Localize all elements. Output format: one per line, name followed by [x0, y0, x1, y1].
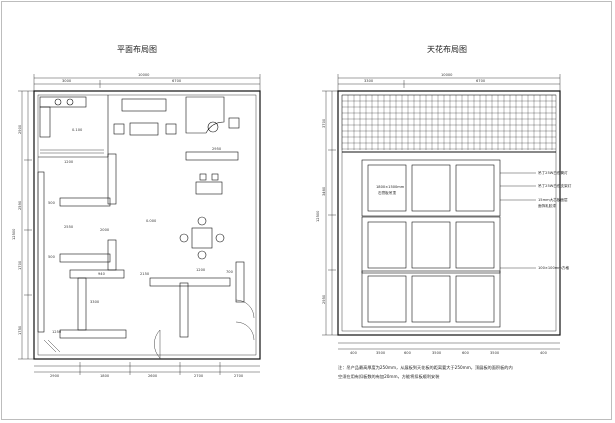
ceiling-label-lamp-b: 吊丁25W白色支架灯 [538, 184, 572, 188]
ceiling-panel [367, 221, 407, 269]
plan-dim-inner-1: 500 [48, 201, 55, 205]
ceiling-dim-top-2: 10000 [441, 73, 453, 77]
plan-dim-left-5: 1750 [18, 325, 22, 335]
plan-dim-bottom-5: 2700 [234, 374, 244, 378]
ceiling-panel [411, 164, 451, 212]
ceiling-title: 天花布局图 [427, 45, 467, 54]
plan-dimension-lines [18, 74, 261, 375]
ceiling-note-line-1: 注：吊产品最高厚度为250mm，从展板到天花板的距离要大于250mm，顶展板的面… [338, 365, 513, 370]
ceiling-panel-row-2 [361, 216, 501, 274]
plan-dim-inner-11: 2950 [212, 147, 222, 151]
plan-dim-left-1: 2900 [18, 124, 22, 134]
plan-dim-top-3: 6700 [172, 79, 182, 83]
plan-level-1: 0.100 [72, 128, 83, 132]
ceiling-outer-wall [337, 90, 561, 336]
ceiling-panel-row-1 [361, 159, 501, 217]
plan-table-sets [179, 173, 225, 260]
plan-door-arcs [154, 299, 255, 359]
ceiling-dim-top-3: 6700 [476, 79, 486, 83]
ceiling-dimension-lines [322, 74, 561, 350]
ceiling-panel [455, 164, 495, 212]
ceiling-leaders [500, 172, 536, 269]
plan-dim-top-2: 10000 [138, 73, 150, 77]
ceiling-dim-bottom-2: 3500 [376, 351, 386, 355]
ceiling-dim-bottom-1: 400 [350, 351, 357, 355]
ceiling-dim-left-1: 3700 [322, 118, 326, 128]
ceiling-label-lamp-a: 吊丁25W白色筒灯 [538, 171, 568, 175]
plan-dim-inner-8: 3300 [90, 300, 100, 304]
plan-dim-bottom-2: 1800 [100, 374, 110, 378]
plan-kitchen-room [38, 95, 109, 158]
plan-dim-inner-3: 2000 [100, 228, 110, 232]
plan-dim-bottom-1: 2900 [50, 374, 60, 378]
plan-stair-hatch [40, 149, 104, 353]
ceiling-panel [411, 275, 451, 323]
ceiling-panel [455, 275, 495, 323]
ceiling-box-note: 石膏板吊顶 [378, 191, 396, 195]
plan-dim-inner-5: 940 [98, 272, 105, 276]
ceiling-panels [361, 159, 501, 328]
plan-dim-top-1: 3000 [62, 79, 72, 83]
ceiling-dim-left-3: 3460 [322, 186, 326, 196]
plan-level-2: 0.000 [146, 219, 157, 223]
ceiling-label-board-a: 15mm大芯板面层 [538, 198, 568, 202]
ceiling-panel [411, 221, 451, 269]
ceiling-dim-left-4: 2950 [322, 294, 326, 304]
ceiling-label-strip: 100×100mm方格 [538, 266, 569, 270]
plan-sofa [113, 96, 240, 136]
ceiling-panel [367, 275, 407, 323]
plan-dim-inner-6: 2150 [140, 272, 150, 276]
plan-dim-inner-9: 700 [226, 270, 233, 274]
plan-title: 平面布局图 [117, 45, 157, 54]
ceiling-dim-left-2: 12500 [316, 210, 320, 222]
ceiling-grid [341, 94, 556, 153]
ceiling-box-size: 1800×1500mm [376, 185, 405, 189]
plan-dim-bottom-3: 2600 [148, 374, 158, 378]
plan-display-walls [37, 151, 245, 339]
plan-dim-inner-7: 1250 [52, 330, 62, 334]
plan-dim-inner-10: 1200 [196, 268, 206, 272]
ceiling-dim-bottom-5: 600 [462, 351, 469, 355]
plan-dim-inner-2: 2550 [64, 225, 74, 229]
ceiling-note-line-2: 空须在用有扣板数的有加20mm，方能将扣板顺利安装 [338, 374, 440, 379]
ceiling-panel [367, 164, 407, 212]
plan-dim-inner-12: 1200 [64, 160, 74, 164]
plan-dim-left-2: 12500 [12, 228, 16, 240]
ceiling-panel [455, 221, 495, 269]
ceiling-dim-bottom-6: 3500 [490, 351, 500, 355]
ceiling-dim-bottom-7: 400 [540, 351, 547, 355]
plan-dim-left-4: 1700 [18, 260, 22, 270]
plan-dim-inner-4: 500 [48, 255, 55, 259]
plan-dim-bottom-4: 2700 [194, 374, 204, 378]
ceiling-panel-row-3 [361, 270, 501, 328]
ceiling-dim-bottom-4: 3500 [432, 351, 442, 355]
plan-dim-left-3: 2590 [18, 200, 22, 210]
ceiling-label-board-b: 面饰乳胶漆 [538, 204, 556, 208]
ceiling-dim-bottom-3: 600 [404, 351, 411, 355]
ceiling-dim-top-1: 3300 [364, 79, 374, 83]
